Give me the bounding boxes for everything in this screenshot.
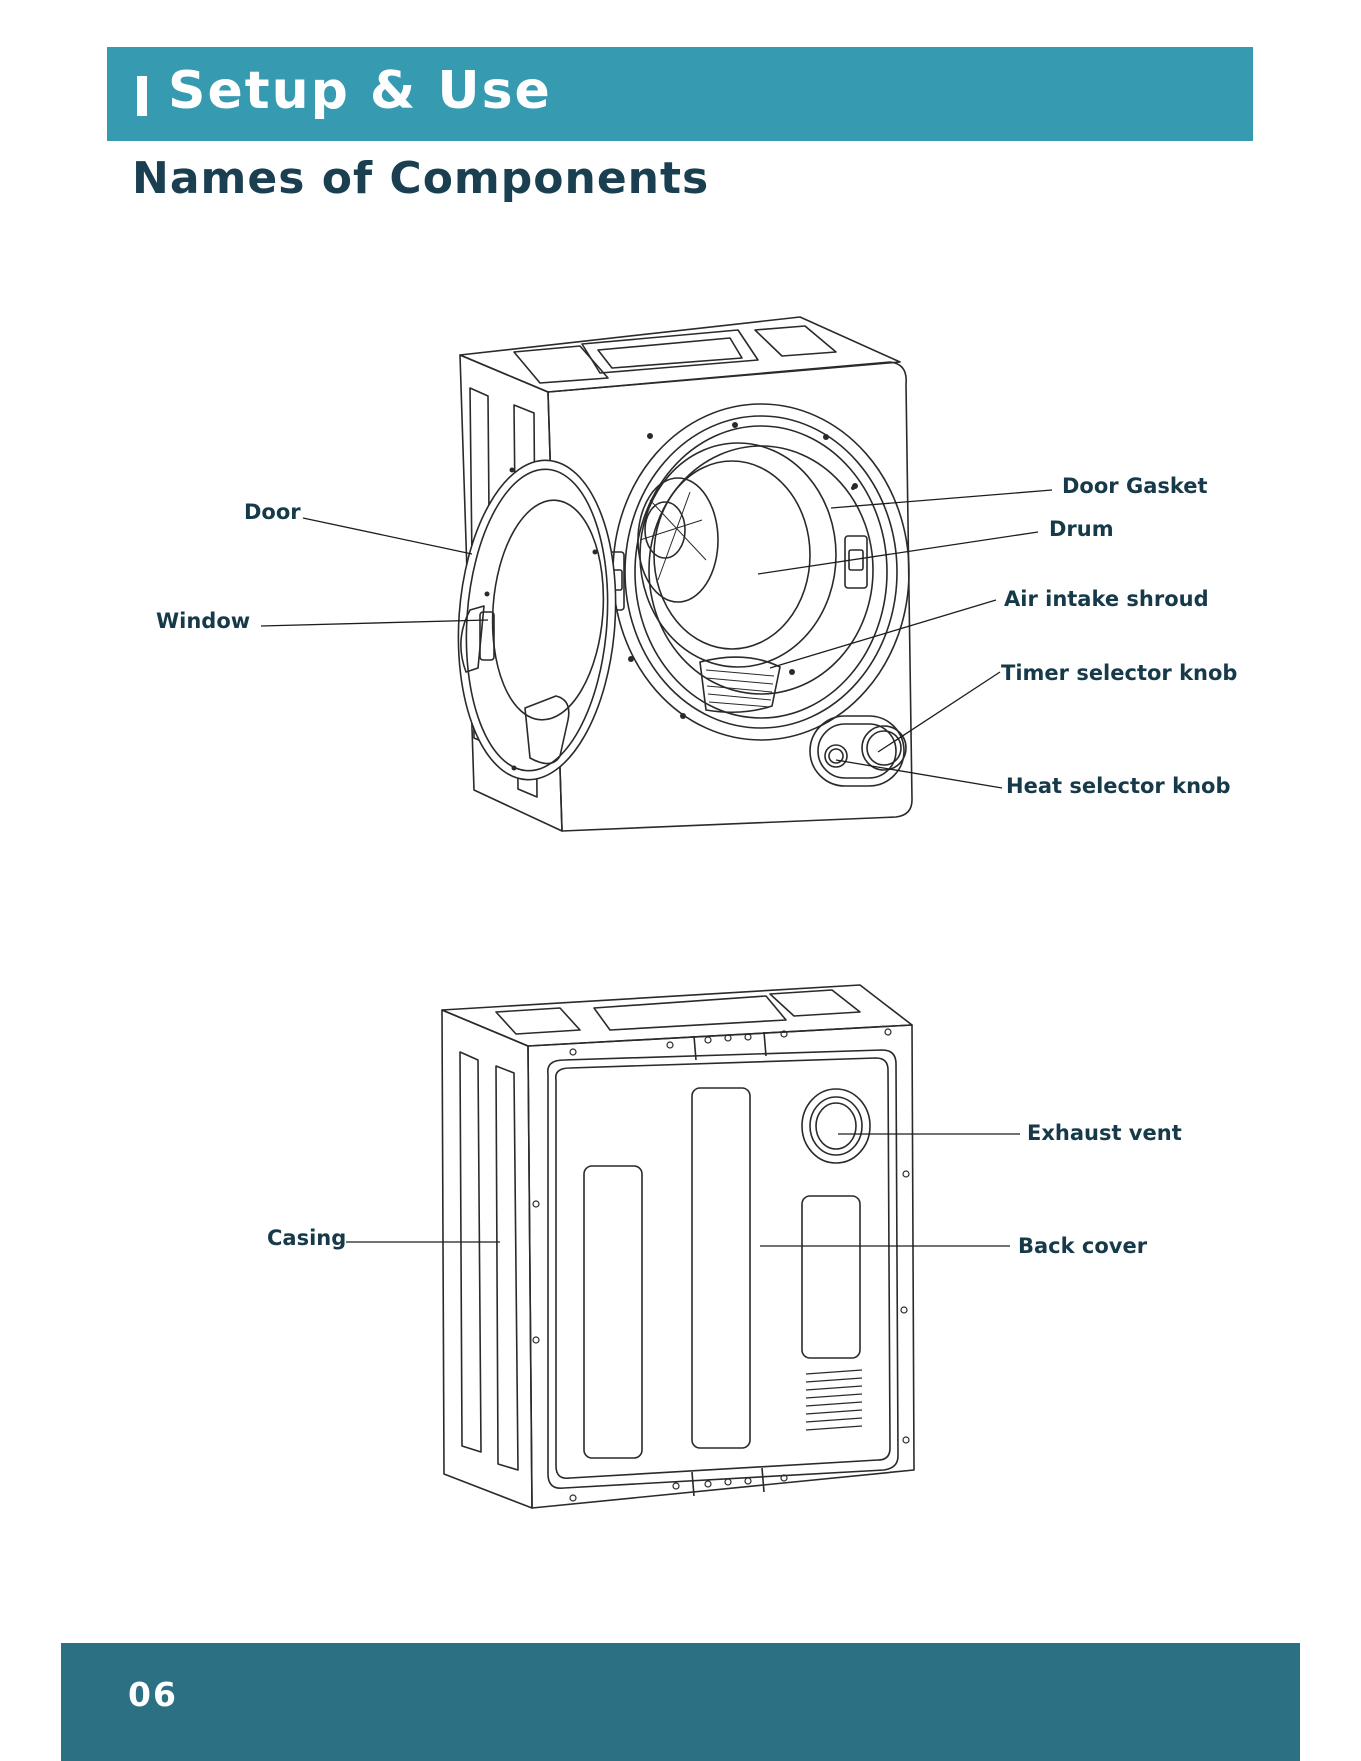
label-air-intake-shroud: Air intake shroud bbox=[1004, 589, 1209, 610]
label-door-gasket: Door Gasket bbox=[1062, 476, 1208, 497]
back-leader-lines bbox=[346, 1134, 1020, 1246]
label-exhaust-vent: Exhaust vent bbox=[1027, 1123, 1182, 1144]
label-door: Door bbox=[244, 502, 301, 523]
label-casing: Casing bbox=[267, 1228, 346, 1249]
footer-bar: 06 bbox=[61, 1643, 1300, 1761]
dryer-front-view bbox=[448, 317, 912, 831]
page-number: 06 bbox=[128, 1675, 178, 1714]
label-window: Window bbox=[156, 611, 250, 632]
label-heat-selector-knob: Heat selector knob bbox=[1006, 776, 1230, 797]
label-back-cover: Back cover bbox=[1018, 1236, 1147, 1257]
label-timer-selector-knob: Timer selector knob bbox=[1001, 663, 1237, 684]
label-drum: Drum bbox=[1049, 519, 1114, 540]
